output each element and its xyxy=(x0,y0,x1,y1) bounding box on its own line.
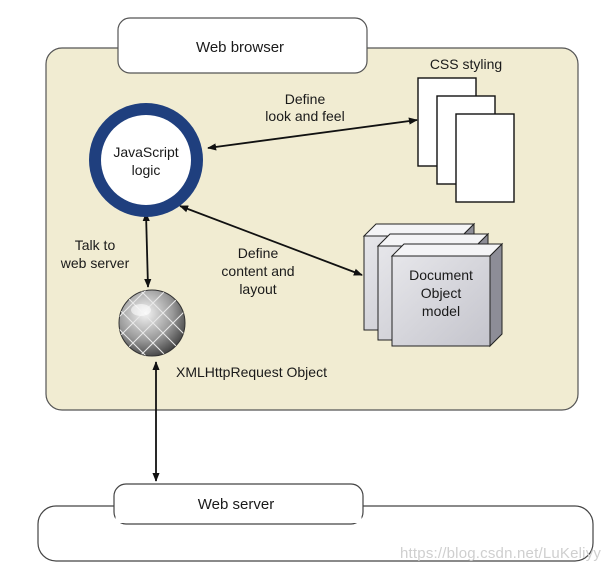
xhr-label: XMLHttpRequest Object xyxy=(176,364,327,380)
css-styling-node xyxy=(417,77,515,203)
edge-label-dom-line1: Define xyxy=(238,245,279,261)
dom-label-line2: Object xyxy=(421,285,462,301)
javascript-logic-node: JavaScript logic xyxy=(89,103,203,217)
xhr-globe-node xyxy=(118,289,186,357)
dom-label-line3: model xyxy=(422,303,460,319)
edge-label-css-line1: Define xyxy=(285,91,326,107)
server-tab-mask xyxy=(115,505,362,523)
dom-label-line1: Document xyxy=(409,267,473,283)
browser-tab xyxy=(117,17,368,74)
dom-node: Document Object model xyxy=(362,222,504,348)
css-label: CSS styling xyxy=(430,56,502,72)
browser-title: Web browser xyxy=(196,39,284,56)
edge-js-css xyxy=(207,117,418,151)
js-label-line1: JavaScript xyxy=(113,144,178,160)
edge-label-css-line2: look and feel xyxy=(265,108,344,124)
edge-label-dom-line3: layout xyxy=(239,281,276,297)
edge-label-xhr-line1: Talk to xyxy=(75,237,116,253)
edge-label-dom-line2: content and xyxy=(221,263,294,279)
edge-js-dom xyxy=(179,205,363,276)
watermark: https://blog.csdn.net/LuKeliyy xyxy=(400,545,602,562)
edge-js-xhr xyxy=(142,212,152,288)
js-label-line2: logic xyxy=(132,162,161,178)
server-label: Web server xyxy=(198,496,274,513)
edge-label-xhr-line2: web server xyxy=(60,255,130,271)
